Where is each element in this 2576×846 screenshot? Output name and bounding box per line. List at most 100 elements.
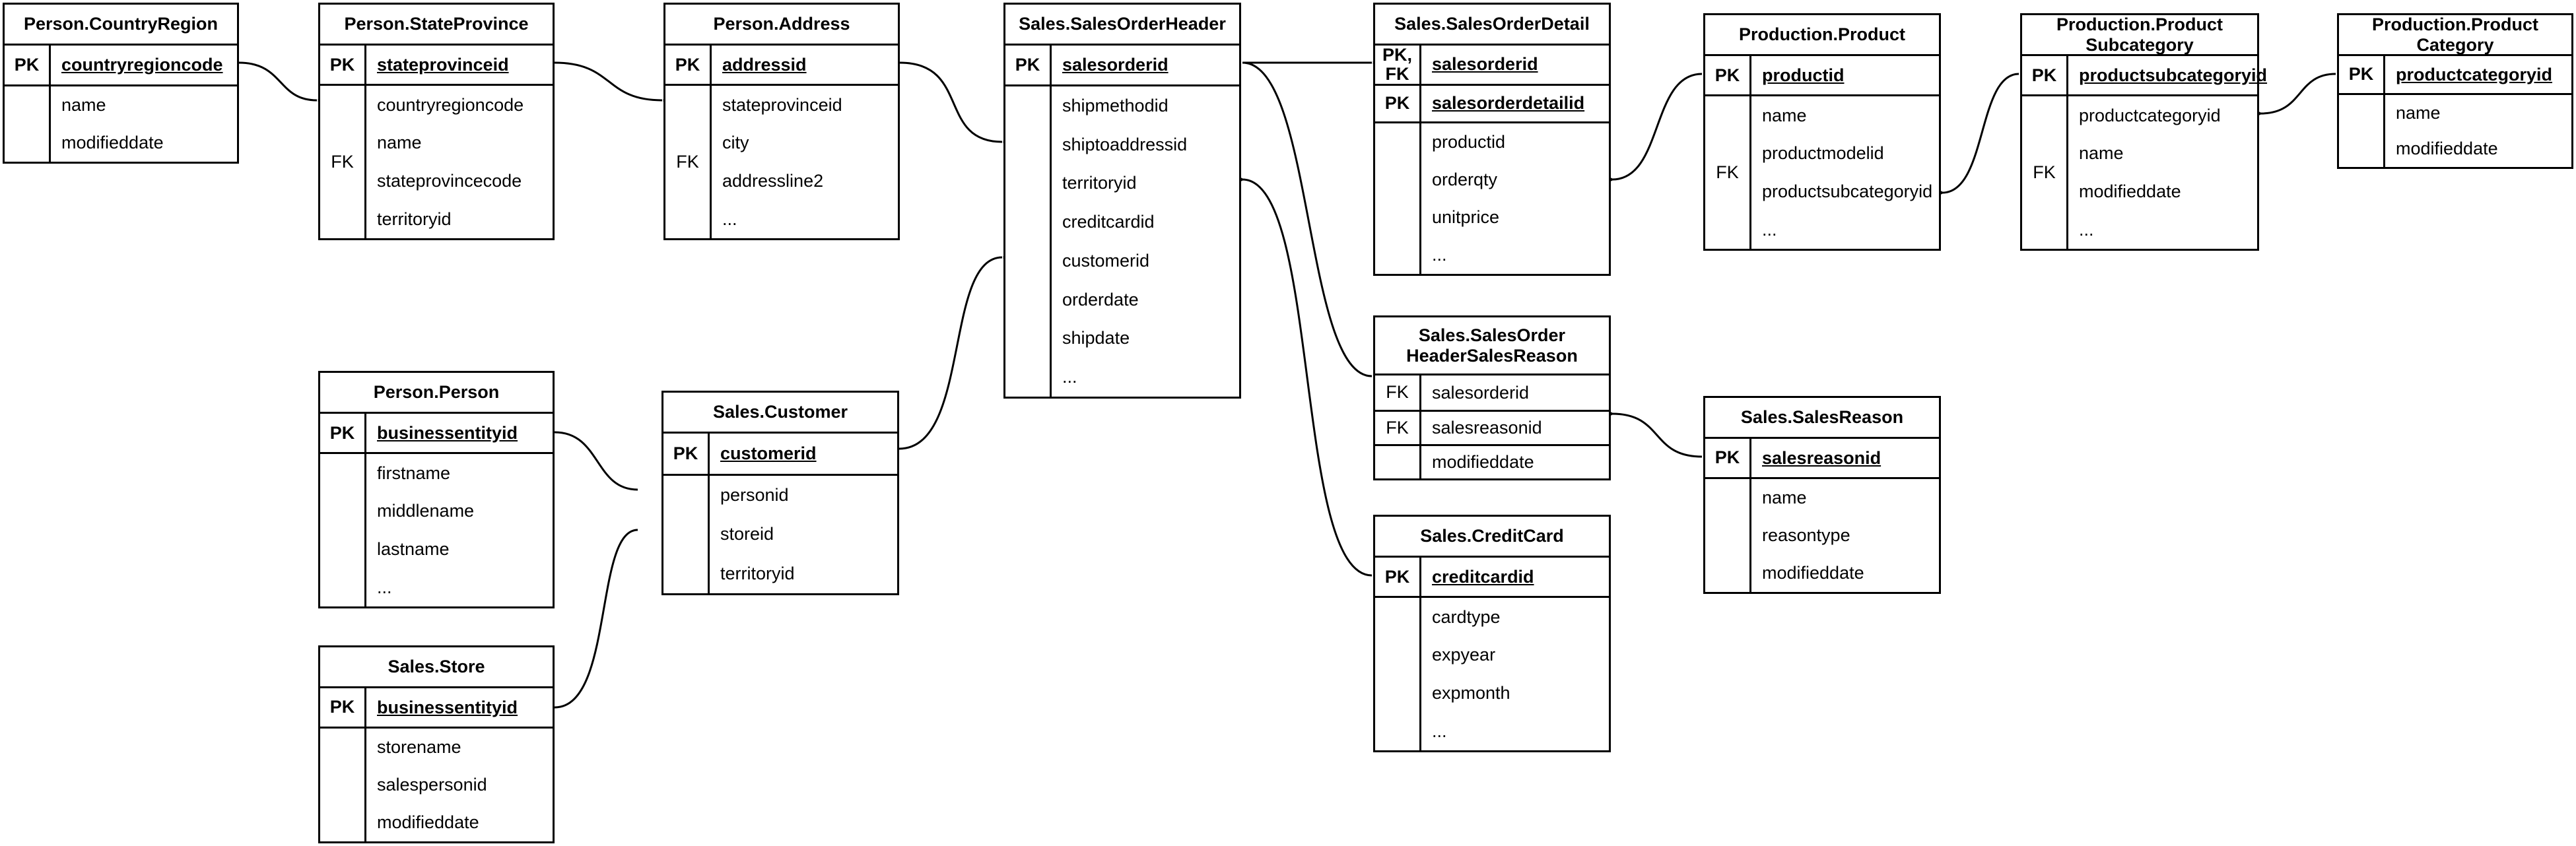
primary-key-attribute: businessentityid bbox=[377, 697, 518, 717]
attribute-list: countryregioncode bbox=[51, 46, 237, 84]
rel-salesorderdetail-product bbox=[1594, 65, 1714, 189]
primary-key-attribute: addressid bbox=[722, 54, 807, 75]
attribute: cardtype bbox=[1432, 606, 1501, 627]
attribute: name bbox=[61, 94, 106, 115]
attribute: orderqty bbox=[1432, 170, 1498, 190]
attribute: territoryid bbox=[720, 563, 795, 583]
attribute-group: modifieddate bbox=[1375, 444, 1609, 478]
entity-title-stateprovince: Person.StateProvince bbox=[320, 5, 553, 46]
attribute: countryregioncode bbox=[377, 94, 524, 115]
attribute-list: businessentityid bbox=[366, 688, 553, 727]
key-indicator: FK bbox=[1705, 96, 1751, 249]
key-indicator: PK bbox=[1375, 558, 1421, 597]
attribute: orderdate bbox=[1062, 289, 1139, 309]
key-indicator: PK bbox=[2022, 56, 2068, 95]
attribute-list: productid bbox=[1751, 56, 1939, 94]
attribute: ... bbox=[722, 209, 737, 229]
entity-title-product: Production.Product bbox=[1705, 15, 1939, 56]
entity-title-text: Production.Product bbox=[1739, 24, 1905, 45]
attribute: ... bbox=[1762, 219, 1777, 240]
entity-title-salesorderdetail: Sales.SalesOrderDetail bbox=[1375, 5, 1609, 46]
key-indicator: PK,FK bbox=[1375, 45, 1421, 84]
primary-key-attribute: salesreasonid bbox=[1762, 447, 1881, 468]
key-indicator bbox=[320, 454, 366, 606]
primary-key-attribute: productcategoryid bbox=[2396, 64, 2553, 84]
primary-key-attribute: countryregioncode bbox=[61, 54, 223, 75]
attribute: name bbox=[2396, 102, 2441, 123]
attribute-group: PK addressid bbox=[665, 46, 898, 84]
key-indicator: PK bbox=[1375, 85, 1421, 122]
entity-title-text: Sales.Customer bbox=[712, 402, 848, 422]
attribute: productcategoryid bbox=[2079, 105, 2221, 125]
attribute: expmonth bbox=[1432, 683, 1510, 703]
entity-title-text: Person.CountryRegion bbox=[23, 14, 219, 34]
attribute: expyear bbox=[1432, 645, 1496, 665]
attribute: name bbox=[377, 133, 422, 153]
attribute-list: stateprovinceid bbox=[366, 46, 553, 84]
key-indicator bbox=[663, 475, 710, 593]
key-indicator: PK bbox=[665, 46, 712, 84]
attribute-list: productsubcategoryid bbox=[2068, 56, 2267, 94]
key-indicator bbox=[1005, 86, 1052, 397]
key-indicator bbox=[5, 86, 51, 162]
attribute: lastname bbox=[377, 539, 450, 560]
attribute: name bbox=[1762, 488, 1807, 507]
attribute-list: salesorderid bbox=[1421, 375, 1609, 410]
attribute-list: salesorderdetailid bbox=[1421, 86, 1609, 122]
attribute-list: businessentityid bbox=[366, 414, 553, 452]
entity-title-text: Sales.CreditCard bbox=[1420, 526, 1564, 546]
key-indicator: FK bbox=[320, 86, 366, 238]
entity-title-text: Sales.SalesOrderDetail bbox=[1394, 14, 1590, 34]
entity-title-salesreason: Sales.SalesReason bbox=[1705, 398, 1939, 439]
attribute: salesreasonid bbox=[1432, 418, 1542, 438]
entity-title-customer: Sales.Customer bbox=[663, 393, 897, 434]
entity-title-countryregion: Person.CountryRegion bbox=[5, 5, 237, 46]
key-indicator: FK bbox=[2022, 96, 2068, 249]
attribute: addressline2 bbox=[722, 171, 824, 191]
key-indicator: PK bbox=[2339, 56, 2385, 93]
key-indicator: PK bbox=[1005, 46, 1052, 85]
key-indicator bbox=[1375, 598, 1421, 750]
rel-customer-salesorderheader bbox=[889, 247, 1021, 457]
entity-title-creditcard: Sales.CreditCard bbox=[1375, 517, 1609, 558]
attribute: shipdate bbox=[1062, 328, 1130, 348]
entity-title-text: Sales.SalesReason bbox=[1740, 407, 1904, 428]
entity-title-text: Person.StateProvince bbox=[344, 14, 529, 34]
entity-title-store: Sales.Store bbox=[320, 647, 553, 688]
attribute: modifieddate bbox=[377, 812, 479, 832]
attribute-list: addressid bbox=[712, 46, 898, 84]
entity-title-person: Person.Person bbox=[320, 373, 553, 414]
attribute-list: salesreasonid bbox=[1751, 439, 1939, 477]
